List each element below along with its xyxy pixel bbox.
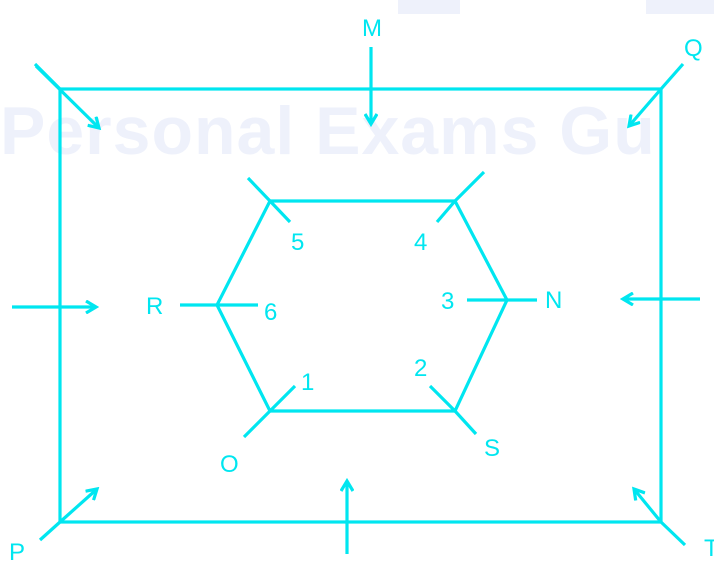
corner-line-bottom-right bbox=[659, 520, 687, 547]
arrow-top-left bbox=[34, 64, 99, 128]
stub-vertex-1-out bbox=[242, 409, 272, 439]
arrow-bottom-left bbox=[58, 489, 97, 524]
label-5: 5 bbox=[291, 229, 304, 256]
stub-vertex-1-in bbox=[268, 384, 297, 413]
label-2: 2 bbox=[414, 355, 427, 382]
label-r: R bbox=[146, 293, 163, 320]
label-o: O bbox=[220, 451, 239, 478]
label-p: P bbox=[9, 539, 25, 563]
stub-vertex-4-in bbox=[435, 199, 457, 224]
label-m: M bbox=[362, 15, 382, 42]
label-q: Q bbox=[684, 35, 703, 62]
arrow-bottom-right bbox=[634, 489, 663, 524]
hexagon bbox=[215, 199, 509, 413]
corner-line-top-right bbox=[659, 62, 685, 91]
label-t: T bbox=[704, 535, 714, 562]
label-n: N bbox=[545, 287, 562, 314]
watermark-bar-left bbox=[398, 0, 460, 14]
stub-vertex-4-out bbox=[453, 170, 486, 203]
label-6: 6 bbox=[264, 299, 277, 326]
stub-vertex-2-in bbox=[428, 384, 457, 413]
arrow-top-right bbox=[629, 87, 663, 126]
watermark-text: Personal Exams Gu bbox=[0, 93, 656, 169]
stub-vertex-5-out bbox=[246, 176, 272, 203]
stub-vertex-2-out bbox=[453, 409, 478, 436]
watermark-bar-right bbox=[646, 0, 714, 14]
label-1: 1 bbox=[301, 369, 314, 396]
stub-vertex-5-in bbox=[268, 199, 292, 224]
label-3: 3 bbox=[441, 288, 454, 315]
label-s: S bbox=[484, 435, 500, 462]
label-4: 4 bbox=[414, 229, 427, 256]
corner-line-bottom-left bbox=[38, 520, 62, 542]
